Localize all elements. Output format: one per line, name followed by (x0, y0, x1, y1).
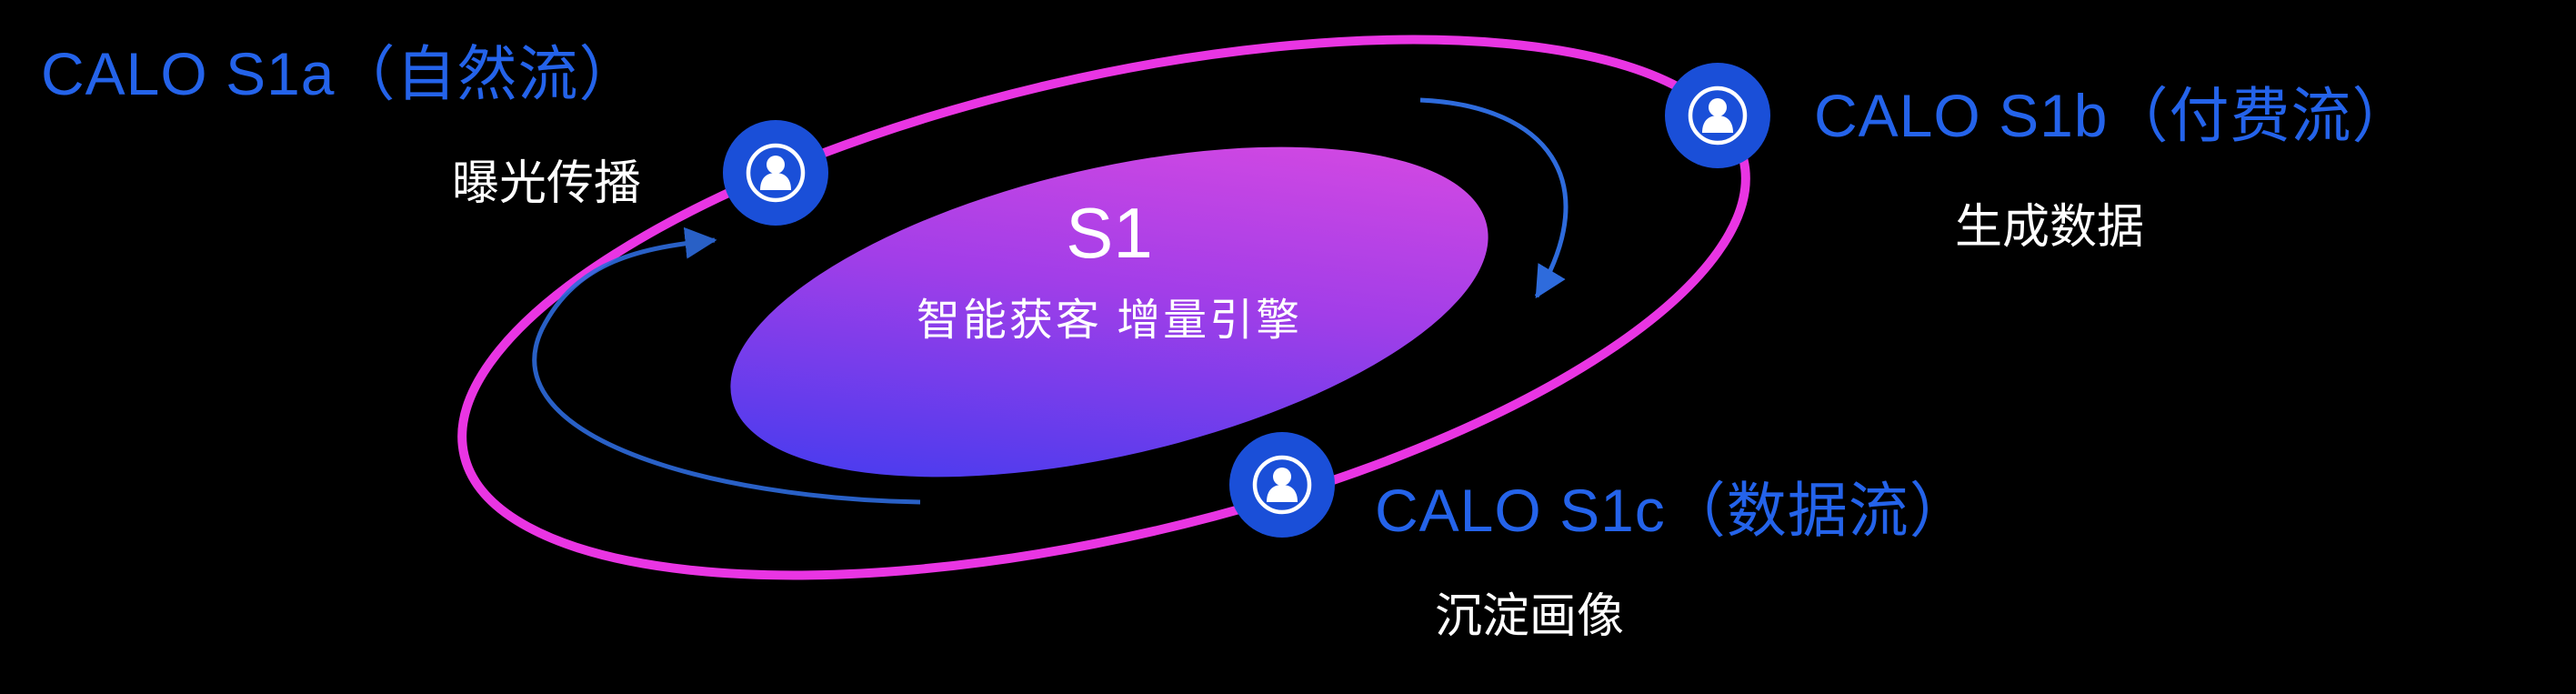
orbit-node-s1b (1665, 63, 1770, 168)
core-text-block: S1 智能获客 增量引擎 (916, 193, 1303, 347)
label-calo-s1c: CALO S1c（数据流） (1375, 477, 1970, 544)
user-icon (1229, 432, 1335, 538)
curved-arrow-left-icon (532, 226, 921, 505)
subtitle-s1a: 曝光传播 (452, 157, 642, 210)
core-ellipse (730, 146, 1488, 478)
core-title: S1 (1066, 193, 1153, 274)
orbit-node-s1a (723, 120, 828, 226)
curved-arrow-right-icon (1419, 97, 1569, 299)
label-calo-s1b: CALO S1b（付费流） (1814, 82, 2413, 149)
subtitle-s1c: 沉淀画像 (1435, 590, 1625, 643)
core-subtitle: 智能获客 增量引擎 (916, 296, 1303, 345)
user-icon (723, 120, 828, 226)
user-icon (1665, 63, 1770, 168)
label-calo-s1a: CALO S1a（自然流） (41, 40, 640, 107)
subtitle-s1b: 生成数据 (1955, 201, 2145, 254)
orbit-node-s1c (1229, 432, 1335, 538)
